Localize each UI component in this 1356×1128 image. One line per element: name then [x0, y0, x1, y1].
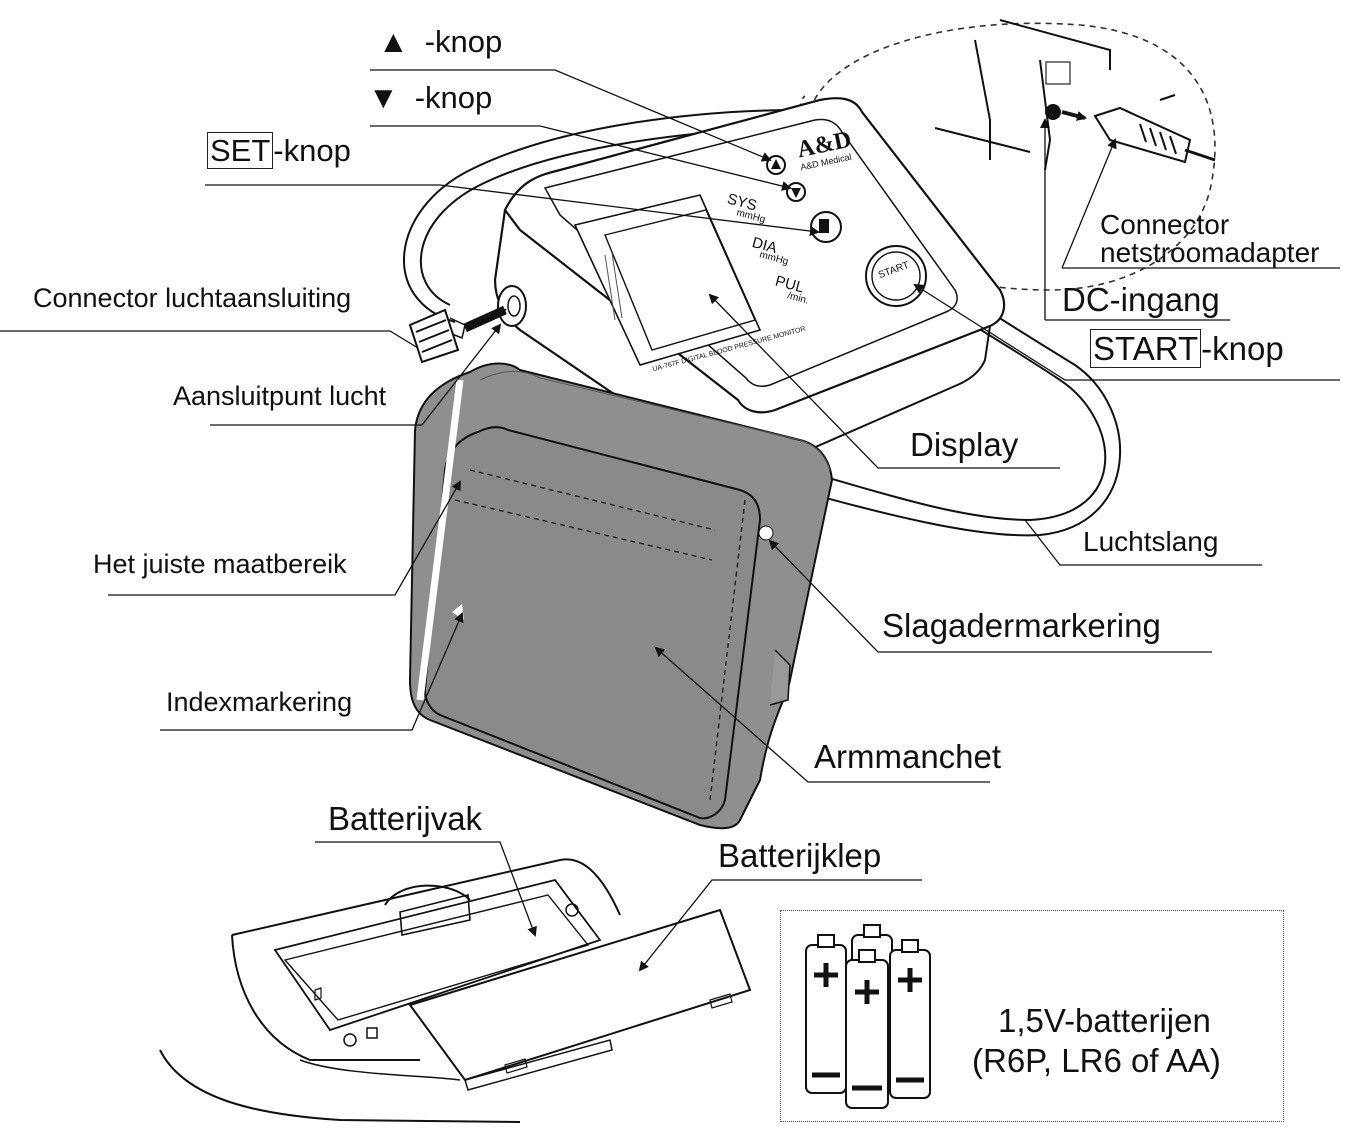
label-batteries-line2: (R6P, LR6 of AA): [972, 1042, 1221, 1079]
label-air-jack: Aansluitpunt lucht: [173, 381, 387, 411]
label-start-boxed: START: [1090, 329, 1202, 368]
label-adapter-connector-line1: Connector: [1100, 209, 1230, 240]
label-correct-range: Het juiste maatbereik: [93, 549, 347, 579]
battery-compartment-illustration: [159, 858, 752, 1123]
label-battery-cover: Batterijklep: [718, 837, 882, 874]
batteries-frame: [780, 910, 1284, 1122]
triangle-down-icon: ▼: [368, 80, 399, 115]
label-up-suffix: -knop: [424, 24, 503, 59]
battery-1: [805, 934, 847, 1094]
label-set-boxed: SET: [207, 132, 274, 169]
battery-4: [845, 949, 889, 1109]
label-set-suffix: -knop: [273, 133, 351, 168]
label-index-mark: Indexmarkering: [166, 687, 353, 717]
label-batteries-line1: 1,5V-batterijen: [998, 1002, 1211, 1039]
label-dc-input: DC-ingang: [1062, 281, 1220, 318]
arm-cuff: [408, 362, 834, 830]
batteries-illustration: [805, 924, 931, 1109]
label-arm-cuff: Armmanchet: [814, 738, 1002, 775]
label-down-button: ▼ -knop: [368, 82, 492, 113]
label-down-suffix: -knop: [414, 80, 493, 115]
label-up-button: ▲ -knop: [378, 26, 502, 57]
triangle-up-icon: ▲: [378, 24, 409, 59]
label-adapter-connector-line2: netstroomadapter: [1100, 237, 1320, 268]
label-air-connector: Connector luchtaansluiting: [33, 283, 352, 313]
label-artery-mark: Slagadermarkering: [882, 607, 1161, 644]
label-display: Display: [910, 426, 1019, 463]
air-connector-plug: [408, 305, 507, 364]
battery-3: [889, 939, 931, 1099]
label-air-hose: Luchtslang: [1083, 526, 1219, 557]
label-set-button: SET-knop: [207, 132, 351, 169]
leader-lines: [0, 69, 1340, 972]
label-battery-compartment: Batterijvak: [328, 800, 483, 837]
label-start-button: START-knop: [1090, 329, 1284, 368]
label-start-suffix: -knop: [1201, 330, 1284, 367]
dc-jack-detail: [800, 19, 1216, 291]
